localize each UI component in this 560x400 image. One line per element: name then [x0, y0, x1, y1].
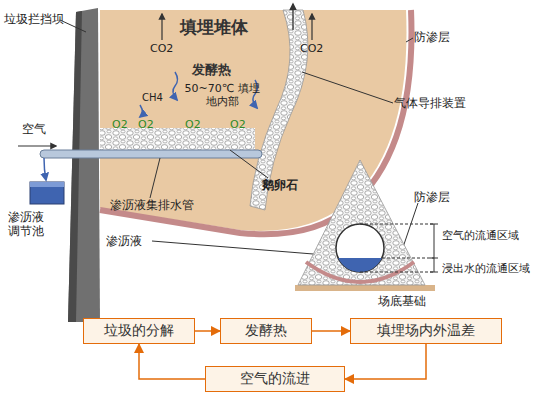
text-label: 防渗层 — [414, 190, 450, 204]
text-label: 场底基础 — [378, 294, 426, 308]
text-label: 垃圾拦挡坝 — [4, 12, 64, 26]
text-label: O2 — [230, 118, 246, 131]
dam — [68, 8, 100, 322]
text-label: O2 — [138, 118, 154, 131]
text-label: 渗沥液集排水管 — [110, 198, 194, 212]
text-label: CH4 — [142, 92, 163, 104]
text-label: CO2 — [300, 42, 323, 55]
text-label: 50~70℃ 填埋地内部 — [182, 82, 262, 108]
drip-arrow — [44, 158, 46, 180]
leader-line — [230, 150, 268, 178]
flow-arrow — [345, 344, 426, 379]
pool-surface — [30, 182, 64, 187]
co2-arrow — [161, 14, 162, 40]
leader-line — [302, 72, 393, 103]
text-label: 空气 — [22, 122, 46, 136]
methane-arrow — [140, 105, 143, 117]
text-label: O2 — [112, 118, 128, 131]
pebble-layer — [100, 128, 255, 150]
text-label: 空气的流通区域 — [442, 229, 519, 242]
co2-arrow — [311, 14, 312, 40]
methane-arrow — [173, 72, 178, 100]
pebble-mound — [298, 160, 425, 285]
text-label: 发酵热 — [192, 62, 231, 77]
flow-arrow — [195, 330, 220, 332]
text-label: 渗沥液 — [106, 234, 142, 248]
gas-vent — [250, 10, 308, 210]
process-box: 空气的流进 — [205, 366, 345, 392]
dim-line — [382, 258, 434, 259]
flow-arrow — [312, 330, 350, 332]
gas-arrow — [292, 4, 293, 30]
leachate-pipe — [40, 150, 262, 158]
bracket — [430, 224, 438, 272]
text-label: 填埋堆体 — [180, 18, 248, 37]
text-label: O2 — [185, 118, 201, 131]
site-base — [295, 285, 435, 291]
pipe-section — [336, 224, 384, 272]
text-label: 浸出水的流通区域 — [442, 262, 530, 275]
text-label: CO2 — [150, 42, 173, 55]
box-text: 发酵热 — [245, 322, 287, 340]
leachate-pool — [30, 182, 64, 204]
box-text: 垃圾的分解 — [104, 322, 174, 340]
flow-arrow — [139, 344, 205, 379]
process-box: 发酵热 — [220, 318, 312, 344]
box-text: 空气的流进 — [240, 370, 310, 388]
text-label: 气体导排装置 — [394, 96, 466, 110]
leader-line — [152, 241, 338, 256]
text-label: 防渗层 — [414, 30, 450, 44]
text-label: 鹅卵石 — [262, 178, 298, 192]
dim-line — [360, 224, 434, 225]
text-label: 渗沥液 调节池 — [4, 210, 48, 238]
air-arrow — [18, 145, 56, 146]
dam-shade — [68, 11, 82, 322]
leader-line — [406, 38, 413, 42]
leader-line — [150, 158, 160, 198]
dim-line — [360, 272, 434, 273]
process-box: 填埋场内外温差 — [350, 318, 502, 344]
water-section — [338, 258, 382, 272]
box-text: 填埋场内外温差 — [377, 322, 475, 340]
process-box: 垃圾的分解 — [83, 318, 195, 344]
